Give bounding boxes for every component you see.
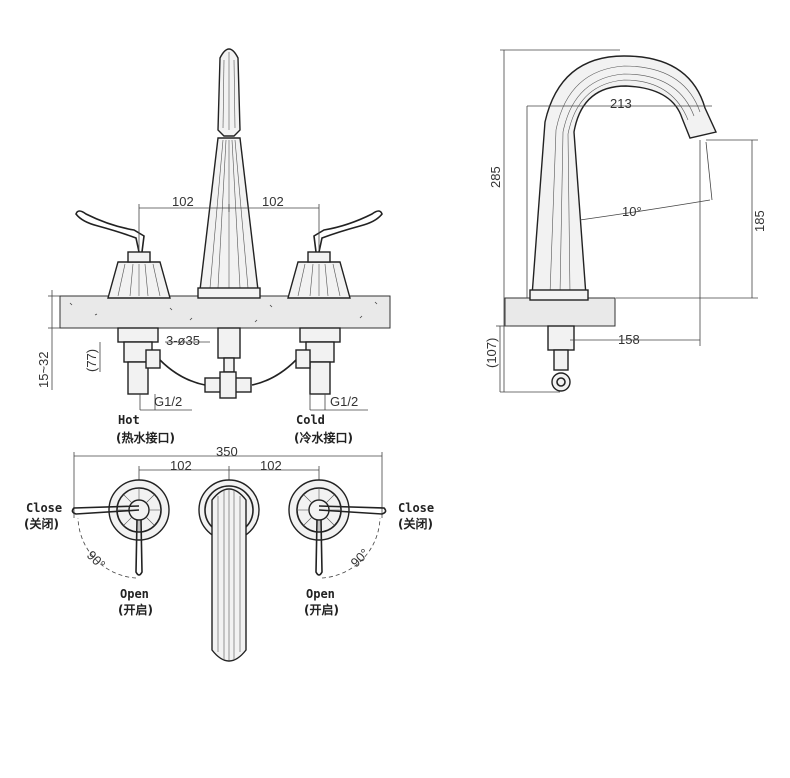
cold-cn-label: (冷水接口) [294, 430, 353, 445]
front-right-spacing-label: 102 [262, 194, 284, 209]
top-right-handle [288, 479, 387, 579]
front-deck-thickness-label: 15~32 [36, 351, 51, 388]
open-right-cn-label: (开启) [304, 602, 339, 617]
cold-label: Cold [296, 413, 325, 427]
close-right-cn-label: (关闭) [398, 516, 433, 531]
top-left-angle-label: 90° [84, 548, 109, 573]
front-view: 102 102 3-ø35 G1/2 G1/2 15~32 (77) Hot (… [36, 48, 391, 445]
side-height-label: 285 [488, 166, 503, 188]
top-left-handle [71, 479, 170, 579]
side-reach-label: 213 [610, 96, 632, 111]
front-right-handle [287, 210, 383, 395]
top-overall-label: 350 [216, 444, 238, 459]
side-projection-label: 158 [618, 332, 640, 347]
hot-cn-label: (热水接口) [116, 430, 175, 445]
side-countertop [504, 297, 616, 327]
close-right-label: Close [398, 501, 434, 515]
front-countertop [59, 295, 391, 329]
hot-label: Hot [118, 413, 140, 427]
front-thread-left-label: G1/2 [154, 394, 182, 409]
top-right-spacing-label: 102 [260, 458, 282, 473]
side-dimension-lines [496, 49, 758, 393]
front-thread-right-label: G1/2 [330, 394, 358, 409]
open-right-label: Open [306, 587, 335, 601]
front-below-deck-label: (77) [84, 349, 99, 372]
side-below-deck-label: (107) [484, 338, 499, 368]
close-left-label: Close [26, 501, 62, 515]
side-angle-label: 10° [622, 204, 642, 219]
front-hole-label: 3-ø35 [166, 333, 200, 348]
front-dimension-lines [48, 204, 368, 411]
close-left-cn-label: (关闭) [24, 516, 59, 531]
front-left-handle [75, 210, 171, 395]
open-left-cn-label: (开启) [118, 602, 153, 617]
open-left-label: Open [120, 587, 149, 601]
top-dimension-lines [73, 452, 383, 518]
top-right-angle-label: 90° [348, 546, 373, 571]
top-left-spacing-label: 102 [170, 458, 192, 473]
top-spout [198, 479, 260, 662]
top-view: 350 102 102 [24, 444, 434, 662]
front-spout [197, 48, 261, 373]
front-hoses [159, 359, 297, 399]
front-left-spacing-label: 102 [172, 194, 194, 209]
side-view: 285 213 185 10° 158 (107) [484, 49, 767, 393]
side-spout-height-label: 185 [752, 210, 767, 232]
